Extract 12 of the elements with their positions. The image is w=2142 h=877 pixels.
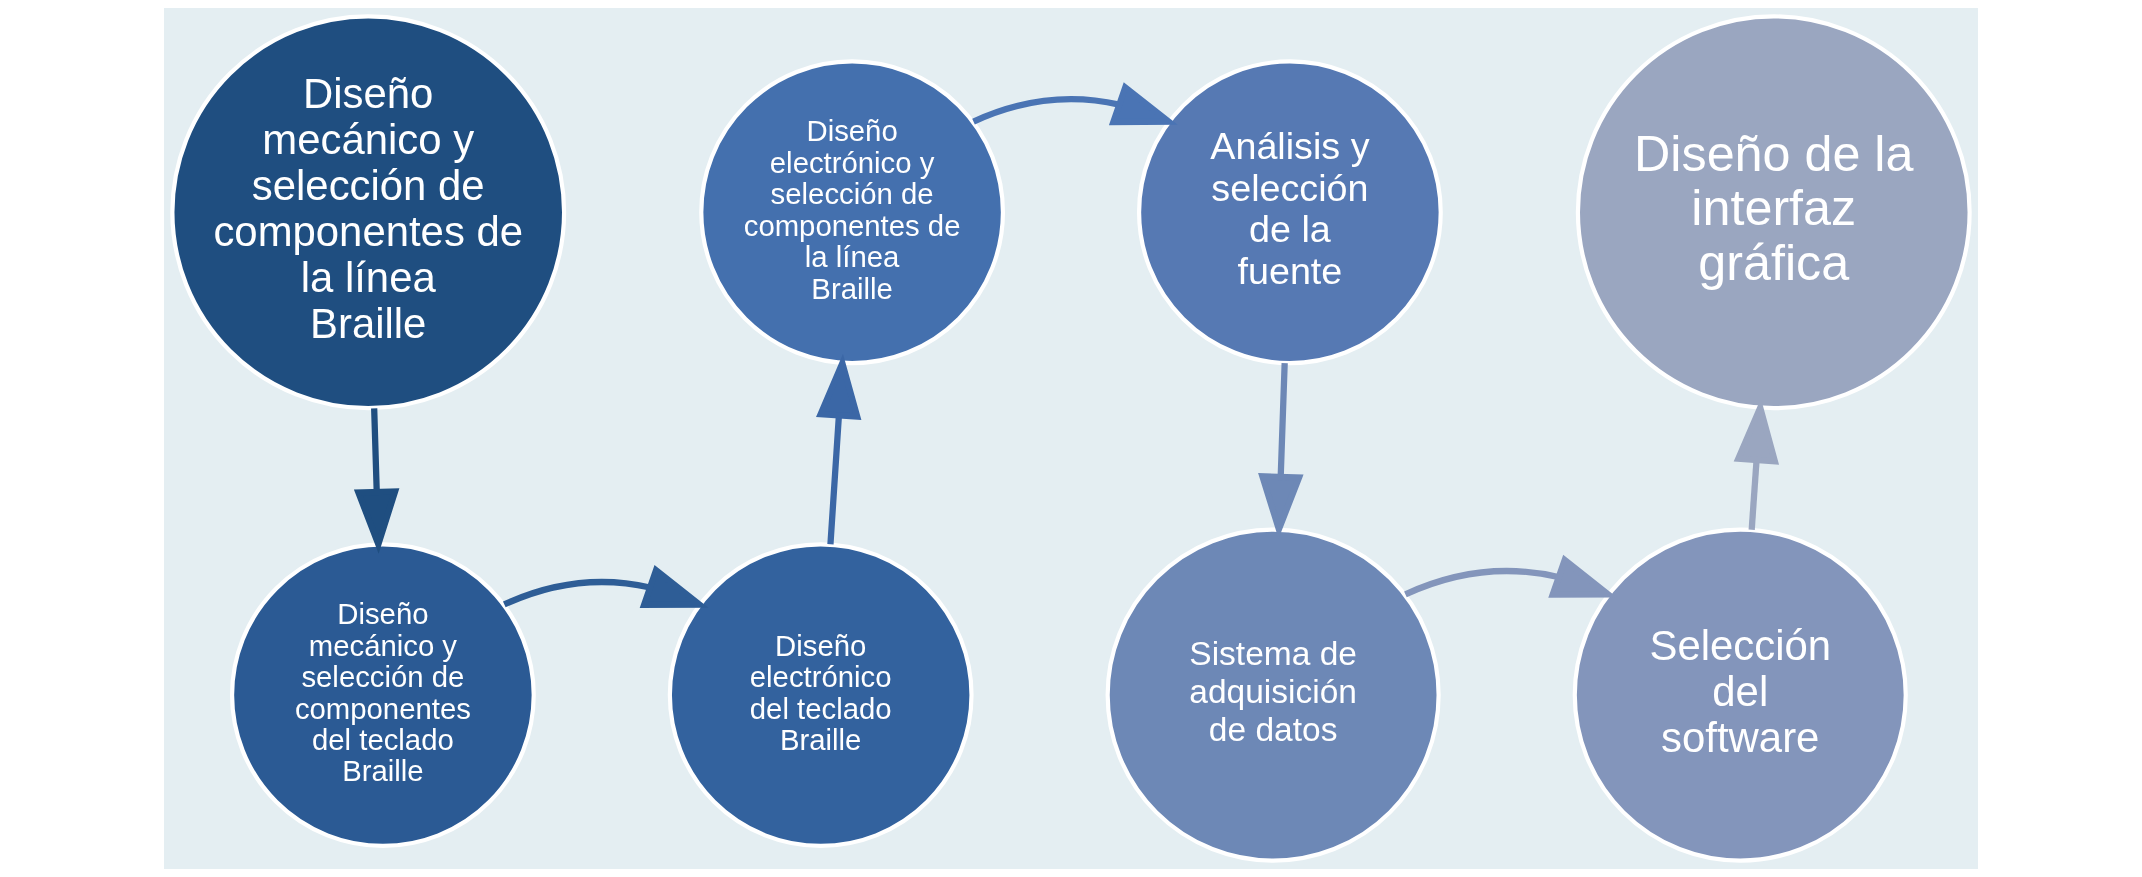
- node-circle: Diseño mecánico y selección de componentes del teclado Braille: [230, 542, 536, 848]
- arrow: [972, 82, 1178, 126]
- arrow: [503, 564, 709, 608]
- node-circle: Diseño mecánico y selección de componentes de la línea Braille: [170, 14, 567, 411]
- node-circle: Diseño electrónico y selección de componentes de la línea Braille: [699, 59, 1005, 366]
- node-circle: Sistema de adquisición de datos: [1105, 527, 1441, 863]
- arrow: [353, 408, 400, 554]
- node-circle: Análisis y selección de la fuente: [1137, 59, 1443, 366]
- arrow: [816, 353, 862, 545]
- node-circle: Diseño electrónico del teclado Braille: [667, 542, 974, 848]
- node-circle: Diseño de la interfaz gráfica: [1575, 14, 1972, 411]
- node-circle: Selección del software: [1572, 527, 1908, 863]
